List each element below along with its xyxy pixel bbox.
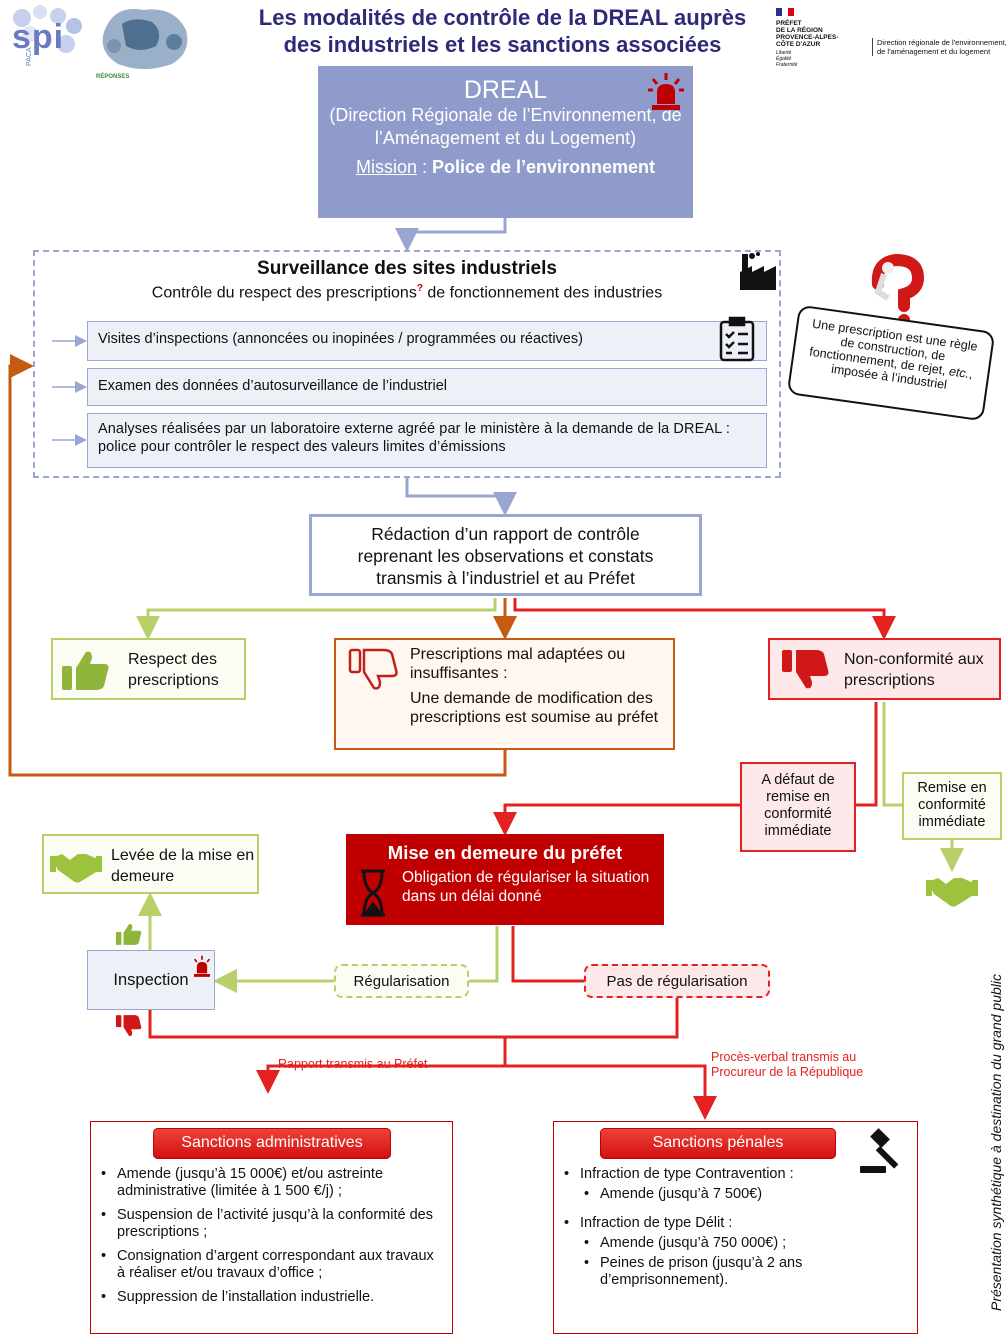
wire-split-pen (505, 1064, 717, 1120)
list-item: Peines de prison (jusqu’à 2 ans d’empris… (562, 1255, 862, 1289)
wire-respect (136, 598, 497, 640)
thumbs-up-icon (60, 648, 112, 692)
spi-logo-text: spi (12, 18, 65, 56)
regularisation-box: Régularisation (334, 964, 469, 998)
surveillance-frame (33, 250, 781, 478)
remise-conformite-box: Remise en conformité immédiate (902, 772, 1002, 840)
thumbs-down-icon (780, 648, 832, 692)
list-item: Amende (jusqu’à 750 000€) ; (562, 1235, 862, 1252)
vertical-footer-note: Présentation synthétique à destination d… (988, 974, 1004, 1312)
dreal-box: DREAL (Direction Régionale de l’Environn… (318, 66, 693, 218)
handshake-icon (50, 846, 102, 886)
spi-logo-sub: PACA (26, 47, 33, 66)
reponses-logo-text: RÉPONSES (96, 74, 130, 80)
wire-mise-pasreg (511, 926, 584, 983)
list-item: Infraction de type Délit : (562, 1215, 862, 1232)
spi-logo (8, 4, 88, 86)
wire-nonconf (513, 598, 896, 640)
surveillance-subtitle: Contrôle du respect des prescriptions? d… (151, 283, 663, 302)
dreal-name: DREAL (463, 76, 548, 104)
reponses-logo (94, 2, 194, 88)
wire-split (256, 1037, 507, 1094)
pv-procureur-label: Procès-verbal transmis au Procureur de l… (711, 1050, 864, 1079)
surveillance-item-analyses: Analyses réalisées par un laboratoire ex… (87, 413, 767, 468)
checklist-icon (718, 316, 756, 362)
prescriptions-mal-adaptees-box: Prescriptions mal adaptées ou insuffisan… (334, 638, 675, 750)
handshake-icon (926, 870, 978, 910)
dreal-mission: Mission : Police de l’environnement (355, 157, 656, 177)
sanctions-penales-list: Infraction de type Contravention : Amend… (562, 1166, 862, 1292)
siren-icon (645, 70, 687, 112)
page-title: Les modalités de contrôle de la DREAL au… (258, 5, 747, 57)
inspection-box: Inspection (87, 950, 215, 1010)
wire-feedback (8, 354, 507, 777)
sanctions-penales-title: Sanctions pénales (600, 1128, 836, 1159)
direction-label: Direction régionale de l'environnement, … (872, 38, 1008, 56)
list-item: Amende (jusqu’à 7 500€) (562, 1186, 862, 1203)
list-item: Consignation d’argent correspondant aux … (99, 1248, 445, 1282)
wire-nc-defaut (493, 702, 878, 836)
list-item: Amende (jusqu’à 15 000€) et/ou astreinte… (99, 1166, 445, 1200)
mise-en-demeure-title: Mise en demeure du préfet (387, 842, 623, 863)
thumbs-down-icon (348, 648, 400, 692)
rapport-controle-box: Rédaction d’un rapport de contrôle repre… (309, 514, 702, 596)
mise-en-demeure-text: Obligation de régulariser la situation d… (402, 869, 650, 905)
thumbs-down-icon (114, 1014, 144, 1038)
list-item: Suspension de l’activité jusqu’à la conf… (99, 1207, 445, 1241)
wire-insp-red (148, 998, 679, 1039)
gavel-icon (858, 1128, 910, 1176)
pas-regularisation-box: Pas de régularisation (584, 964, 770, 998)
levee-mise-en-demeure-box: Levée de la mise en demeure (42, 834, 259, 894)
siren-icon (190, 954, 214, 978)
surveillance-item-visites: Visites d’inspections (annoncées ou inop… (87, 321, 767, 361)
mise-en-demeure-box: Mise en demeure du préfet Obligation de … (346, 834, 664, 925)
dreal-full-name: (Direction Régionale de l’Environnement,… (329, 105, 682, 148)
wire-mise-regul (213, 926, 499, 993)
wire-dreal-surv (395, 218, 507, 252)
a-defaut-remise-box: A défaut de remise en conformité immédia… (740, 762, 856, 852)
rapport-prefet-label: Rapport transmis au Préfet (278, 1057, 428, 1071)
sanctions-administratives-title: Sanctions administratives (153, 1128, 391, 1159)
surveillance-title: Surveillance des sites industriels (257, 258, 557, 279)
list-item: Suppression de l’installation industriel… (99, 1289, 445, 1306)
flag-icon (776, 8, 794, 16)
factory-icon (738, 252, 780, 292)
prefet-logo: PRÉFET DE LA RÉGION PROVENCE-ALPES- CÔTE… (776, 8, 866, 74)
thumbs-up-icon (114, 922, 144, 946)
surveillance-item-autosurveillance: Examen des données d’autosurveillance de… (87, 368, 767, 406)
wire-surv-rapport (405, 478, 517, 516)
hourglass-icon (358, 868, 388, 918)
sanctions-administratives-list: Amende (jusqu’à 15 000€) et/ou astreinte… (99, 1166, 445, 1313)
list-item: Infraction de type Contravention : (562, 1166, 862, 1183)
